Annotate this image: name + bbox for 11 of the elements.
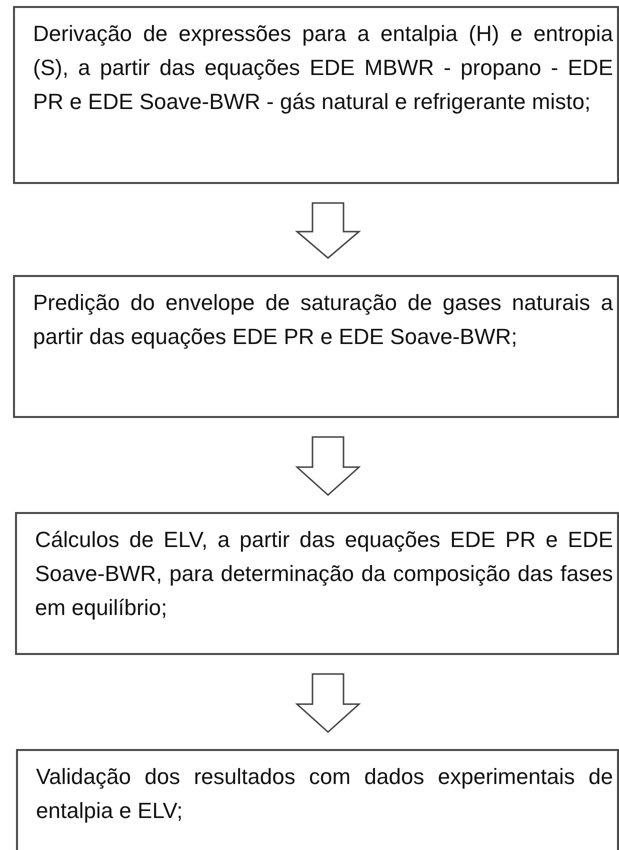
step-text: Validação dos resultados com dados experimentais de entalpia e ELV; [36, 763, 613, 825]
step-text: Derivação de expressões para a entalpia (H) e entropia (S), a partir das equações EDE MBWR - propano - EDE PR e EDE Soave-BWR - gás natural e refrigerante misto; [33, 20, 613, 116]
process-box [16, 749, 619, 850]
block-arrow [295, 436, 361, 496]
process-box [15, 512, 619, 655]
block-arrow [295, 673, 361, 733]
process-box [13, 6, 619, 184]
step-text: Cálculos de ELV, a partir das equações EDE PR e EDE Soave-BWR, para determinação da composição das fases em equilíbrio; [35, 526, 613, 622]
block-arrow [294, 202, 362, 259]
step-text: Predição do envelope de saturação de gases naturais a partir das equações EDE PR e EDE Soave-BWR; [33, 289, 613, 351]
process-box [13, 275, 619, 418]
